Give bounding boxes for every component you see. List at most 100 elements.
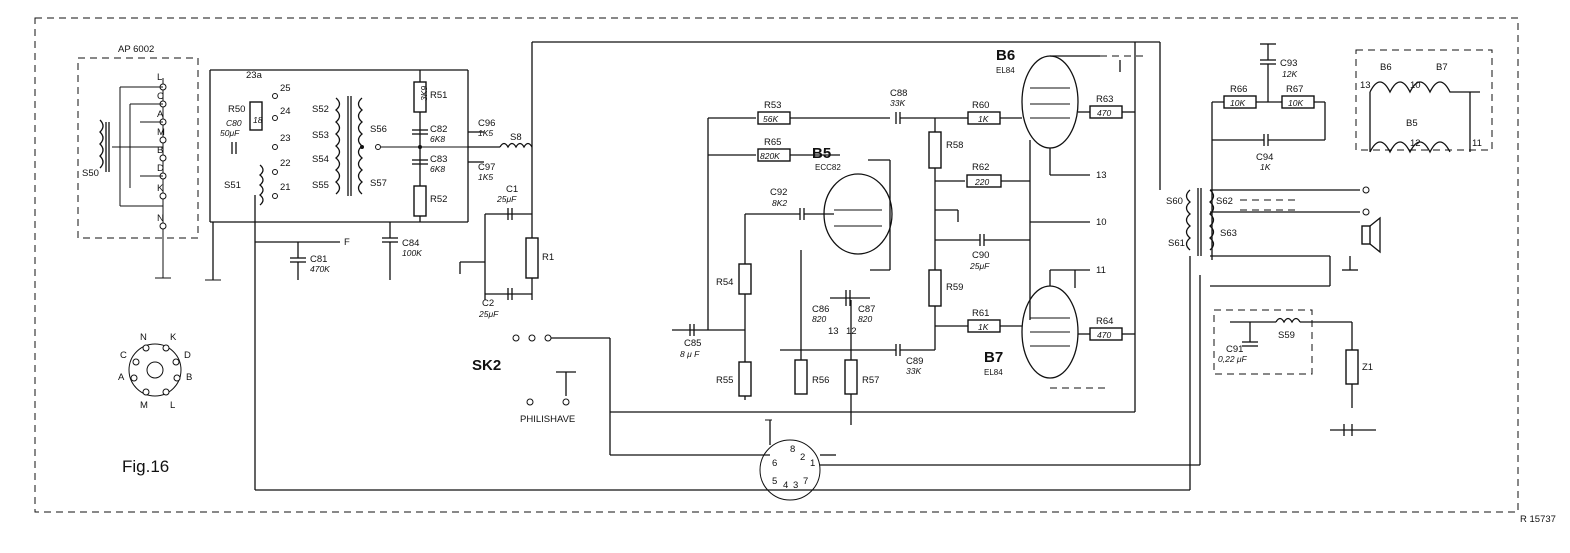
svg-text:R55: R55 bbox=[716, 375, 733, 386]
figure-label: Fig.16 bbox=[122, 457, 169, 476]
svg-text:S56: S56 bbox=[370, 124, 387, 135]
svg-text:820K: 820K bbox=[760, 151, 780, 161]
svg-text:R67: R67 bbox=[1286, 84, 1303, 95]
svg-text:S60: S60 bbox=[1166, 196, 1183, 207]
tone-ladder: 3K9 R51 C82 6K8 C83 6K8 R52 bbox=[412, 70, 447, 222]
svg-text:R58: R58 bbox=[946, 140, 963, 151]
svg-text:K: K bbox=[170, 332, 177, 343]
svg-text:S59: S59 bbox=[1278, 330, 1295, 341]
node-23: 23 bbox=[280, 133, 291, 144]
svg-text:820: 820 bbox=[812, 314, 826, 324]
svg-text:2: 2 bbox=[800, 452, 805, 463]
svg-text:S54: S54 bbox=[312, 154, 329, 165]
pin-a: A bbox=[157, 109, 164, 120]
z1-label: Z1 bbox=[1362, 362, 1373, 373]
svg-text:S61: S61 bbox=[1168, 238, 1185, 249]
svg-text:C96: C96 bbox=[478, 118, 495, 129]
svg-text:6K8: 6K8 bbox=[430, 134, 445, 144]
svg-text:R54: R54 bbox=[716, 277, 733, 288]
svg-text:R60: R60 bbox=[972, 100, 989, 111]
module-pins: L C A M B D K N bbox=[157, 72, 167, 232]
reference-code: R 15737 bbox=[1520, 514, 1556, 525]
svg-text:C90: C90 bbox=[972, 250, 989, 261]
svg-text:C92: C92 bbox=[770, 187, 787, 198]
feedback-network: C93 12K 10K R66 10K R67 C94 1K bbox=[1211, 43, 1326, 260]
svg-text:S55: S55 bbox=[312, 180, 329, 191]
pin-b: B bbox=[157, 145, 163, 156]
svg-text:EL84: EL84 bbox=[996, 66, 1015, 75]
svg-text:C2: C2 bbox=[482, 298, 494, 309]
svg-text:M: M bbox=[140, 400, 148, 411]
philishave-label: PHILISHAVE bbox=[520, 414, 575, 425]
svg-text:N: N bbox=[140, 332, 147, 343]
svg-text:470: 470 bbox=[1097, 330, 1111, 340]
svg-text:6: 6 bbox=[772, 458, 777, 469]
node-21: 21 bbox=[280, 182, 291, 193]
pin-c: C bbox=[157, 91, 164, 102]
svg-text:13: 13 bbox=[1360, 80, 1371, 91]
pin-l: L bbox=[157, 72, 162, 83]
svg-text:1: 1 bbox=[810, 458, 815, 469]
svg-text:EL84: EL84 bbox=[984, 368, 1003, 377]
tube-base-diagram: N K C D A B M L bbox=[118, 332, 192, 411]
b5-stage: 56K R53 820K R65 B5 ECC82 C92 8K2 R54 R5… bbox=[672, 100, 893, 425]
svg-text:S63: S63 bbox=[1220, 228, 1237, 239]
svg-text:50μF: 50μF bbox=[220, 128, 240, 138]
b7-stage: 1K R61 470 R64 11 B7 EL84 bbox=[610, 42, 1136, 413]
svg-text:R64: R64 bbox=[1096, 316, 1113, 327]
b6-label: B6 bbox=[996, 47, 1015, 64]
supply-line: F C81 470K C84 100K bbox=[254, 195, 422, 490]
svg-text:5: 5 bbox=[772, 476, 777, 487]
svg-text:7: 7 bbox=[803, 476, 808, 487]
svg-text:C80: C80 bbox=[226, 118, 242, 128]
svg-text:1K: 1K bbox=[978, 114, 989, 124]
svg-text:10K: 10K bbox=[1288, 98, 1303, 108]
svg-text:R52: R52 bbox=[430, 194, 447, 205]
sk2-label: SK2 bbox=[472, 357, 501, 374]
svg-text:B6: B6 bbox=[1380, 62, 1392, 73]
svg-text:25μF: 25μF bbox=[969, 261, 990, 271]
svg-text:R66: R66 bbox=[1230, 84, 1247, 95]
svg-text:C82: C82 bbox=[430, 124, 447, 135]
pin-m: M bbox=[157, 127, 165, 138]
node-22: 22 bbox=[280, 158, 291, 169]
svg-text:11: 11 bbox=[1472, 138, 1482, 149]
output-transformer: S60 S61 S62 S63 bbox=[1159, 42, 1381, 490]
svg-text:0,22 μF: 0,22 μF bbox=[1218, 354, 1248, 364]
pin-k: K bbox=[157, 183, 164, 194]
svg-text:C85: C85 bbox=[684, 338, 701, 349]
svg-text:R65: R65 bbox=[764, 137, 781, 148]
svg-text:10: 10 bbox=[1410, 80, 1421, 91]
svg-text:C81: C81 bbox=[310, 254, 327, 265]
svg-text:220: 220 bbox=[974, 177, 989, 187]
input-switch-section: 23a 18 R50 C80 50μF 25 24 23 22 21 S51 S… bbox=[205, 69, 469, 281]
svg-text:1K: 1K bbox=[978, 322, 989, 332]
svg-text:R56: R56 bbox=[812, 375, 829, 386]
svg-text:R51: R51 bbox=[430, 90, 447, 101]
r50-label: R50 bbox=[228, 104, 245, 115]
pin-13-label: 13 bbox=[828, 326, 839, 337]
svg-text:820: 820 bbox=[858, 314, 872, 324]
svg-text:R1: R1 bbox=[542, 252, 554, 263]
svg-text:33K: 33K bbox=[906, 366, 921, 376]
svg-text:R62: R62 bbox=[972, 162, 989, 173]
node-10: 10 bbox=[1096, 217, 1107, 228]
svg-text:D: D bbox=[184, 350, 191, 361]
svg-text:C88: C88 bbox=[890, 88, 907, 99]
svg-text:R61: R61 bbox=[972, 308, 989, 319]
module-name: AP 6002 bbox=[118, 44, 154, 55]
svg-text:S50: S50 bbox=[82, 168, 99, 179]
node-13: 13 bbox=[1096, 170, 1107, 181]
svg-text:R57: R57 bbox=[862, 375, 879, 386]
svg-text:8K2: 8K2 bbox=[772, 198, 787, 208]
input-filter: S8 C96 1K5 C97 1K5 bbox=[468, 41, 1160, 300]
svg-text:S52: S52 bbox=[312, 104, 329, 115]
svg-text:S53: S53 bbox=[312, 130, 329, 141]
svg-text:3K9: 3K9 bbox=[419, 86, 429, 101]
svg-text:8 μ F: 8 μ F bbox=[680, 349, 700, 359]
plug-socket: 8 6 1 5 4 3 7 2 bbox=[255, 275, 1201, 501]
svg-text:C86: C86 bbox=[812, 304, 829, 315]
svg-text:C94: C94 bbox=[1256, 152, 1273, 163]
svg-text:C84: C84 bbox=[402, 238, 419, 249]
